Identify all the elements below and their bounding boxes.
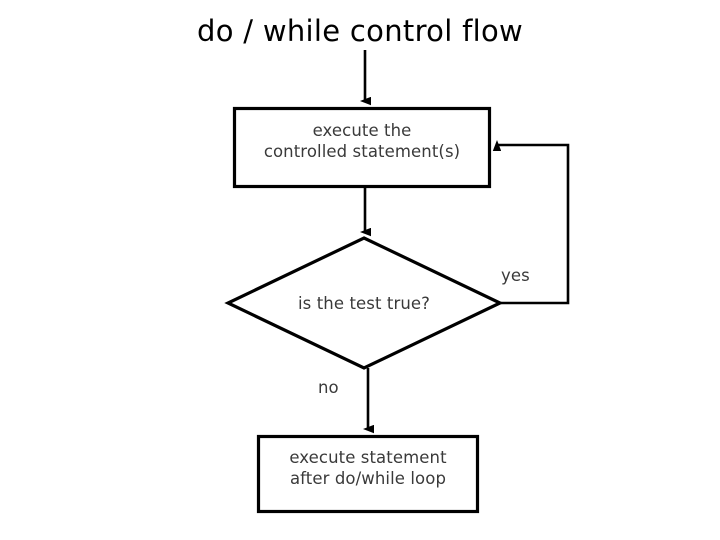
edge-label-yes: yes	[501, 266, 530, 285]
node-process-box	[232, 106, 492, 189]
node-process-label: execute the controlled statement(s)	[263, 121, 461, 161]
page-title: do / while control flow	[197, 14, 523, 48]
node-exit-label: execute statement after do/while loop	[289, 448, 447, 488]
node-decision-diamond	[224, 236, 504, 370]
edge-decision-yes	[492, 140, 570, 305]
node-exit-box	[256, 434, 480, 514]
node-decision-label: is the test true?	[298, 294, 430, 313]
edge-label-no: no	[318, 378, 339, 397]
